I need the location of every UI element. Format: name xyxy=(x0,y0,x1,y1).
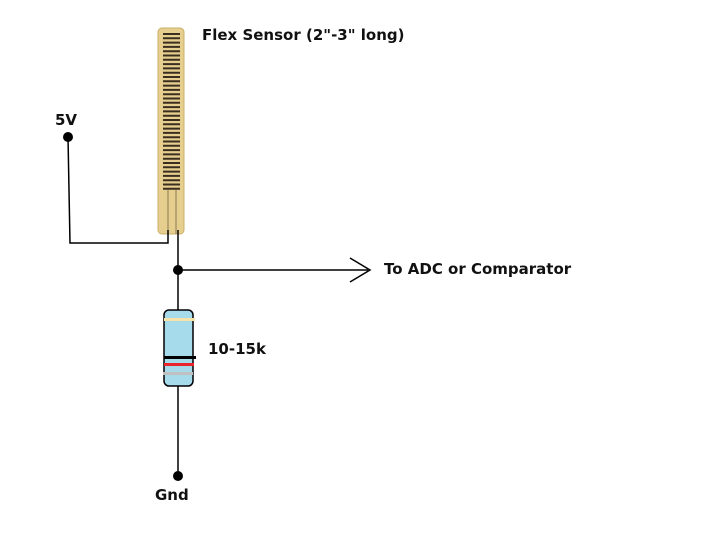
ground-label: Gnd xyxy=(155,486,189,504)
resistor-label: 10-15k xyxy=(208,340,266,358)
wires xyxy=(67,136,372,476)
junction-node xyxy=(173,265,183,275)
ground-terminal xyxy=(173,471,183,481)
vcc-label: 5V xyxy=(55,111,78,129)
output-label: To ADC or Comparator xyxy=(384,260,572,278)
flex-sensor xyxy=(157,27,185,235)
resistor xyxy=(163,309,196,387)
vcc-terminal xyxy=(63,132,73,142)
sensor-label: Flex Sensor (2"-3" long) xyxy=(202,26,405,44)
